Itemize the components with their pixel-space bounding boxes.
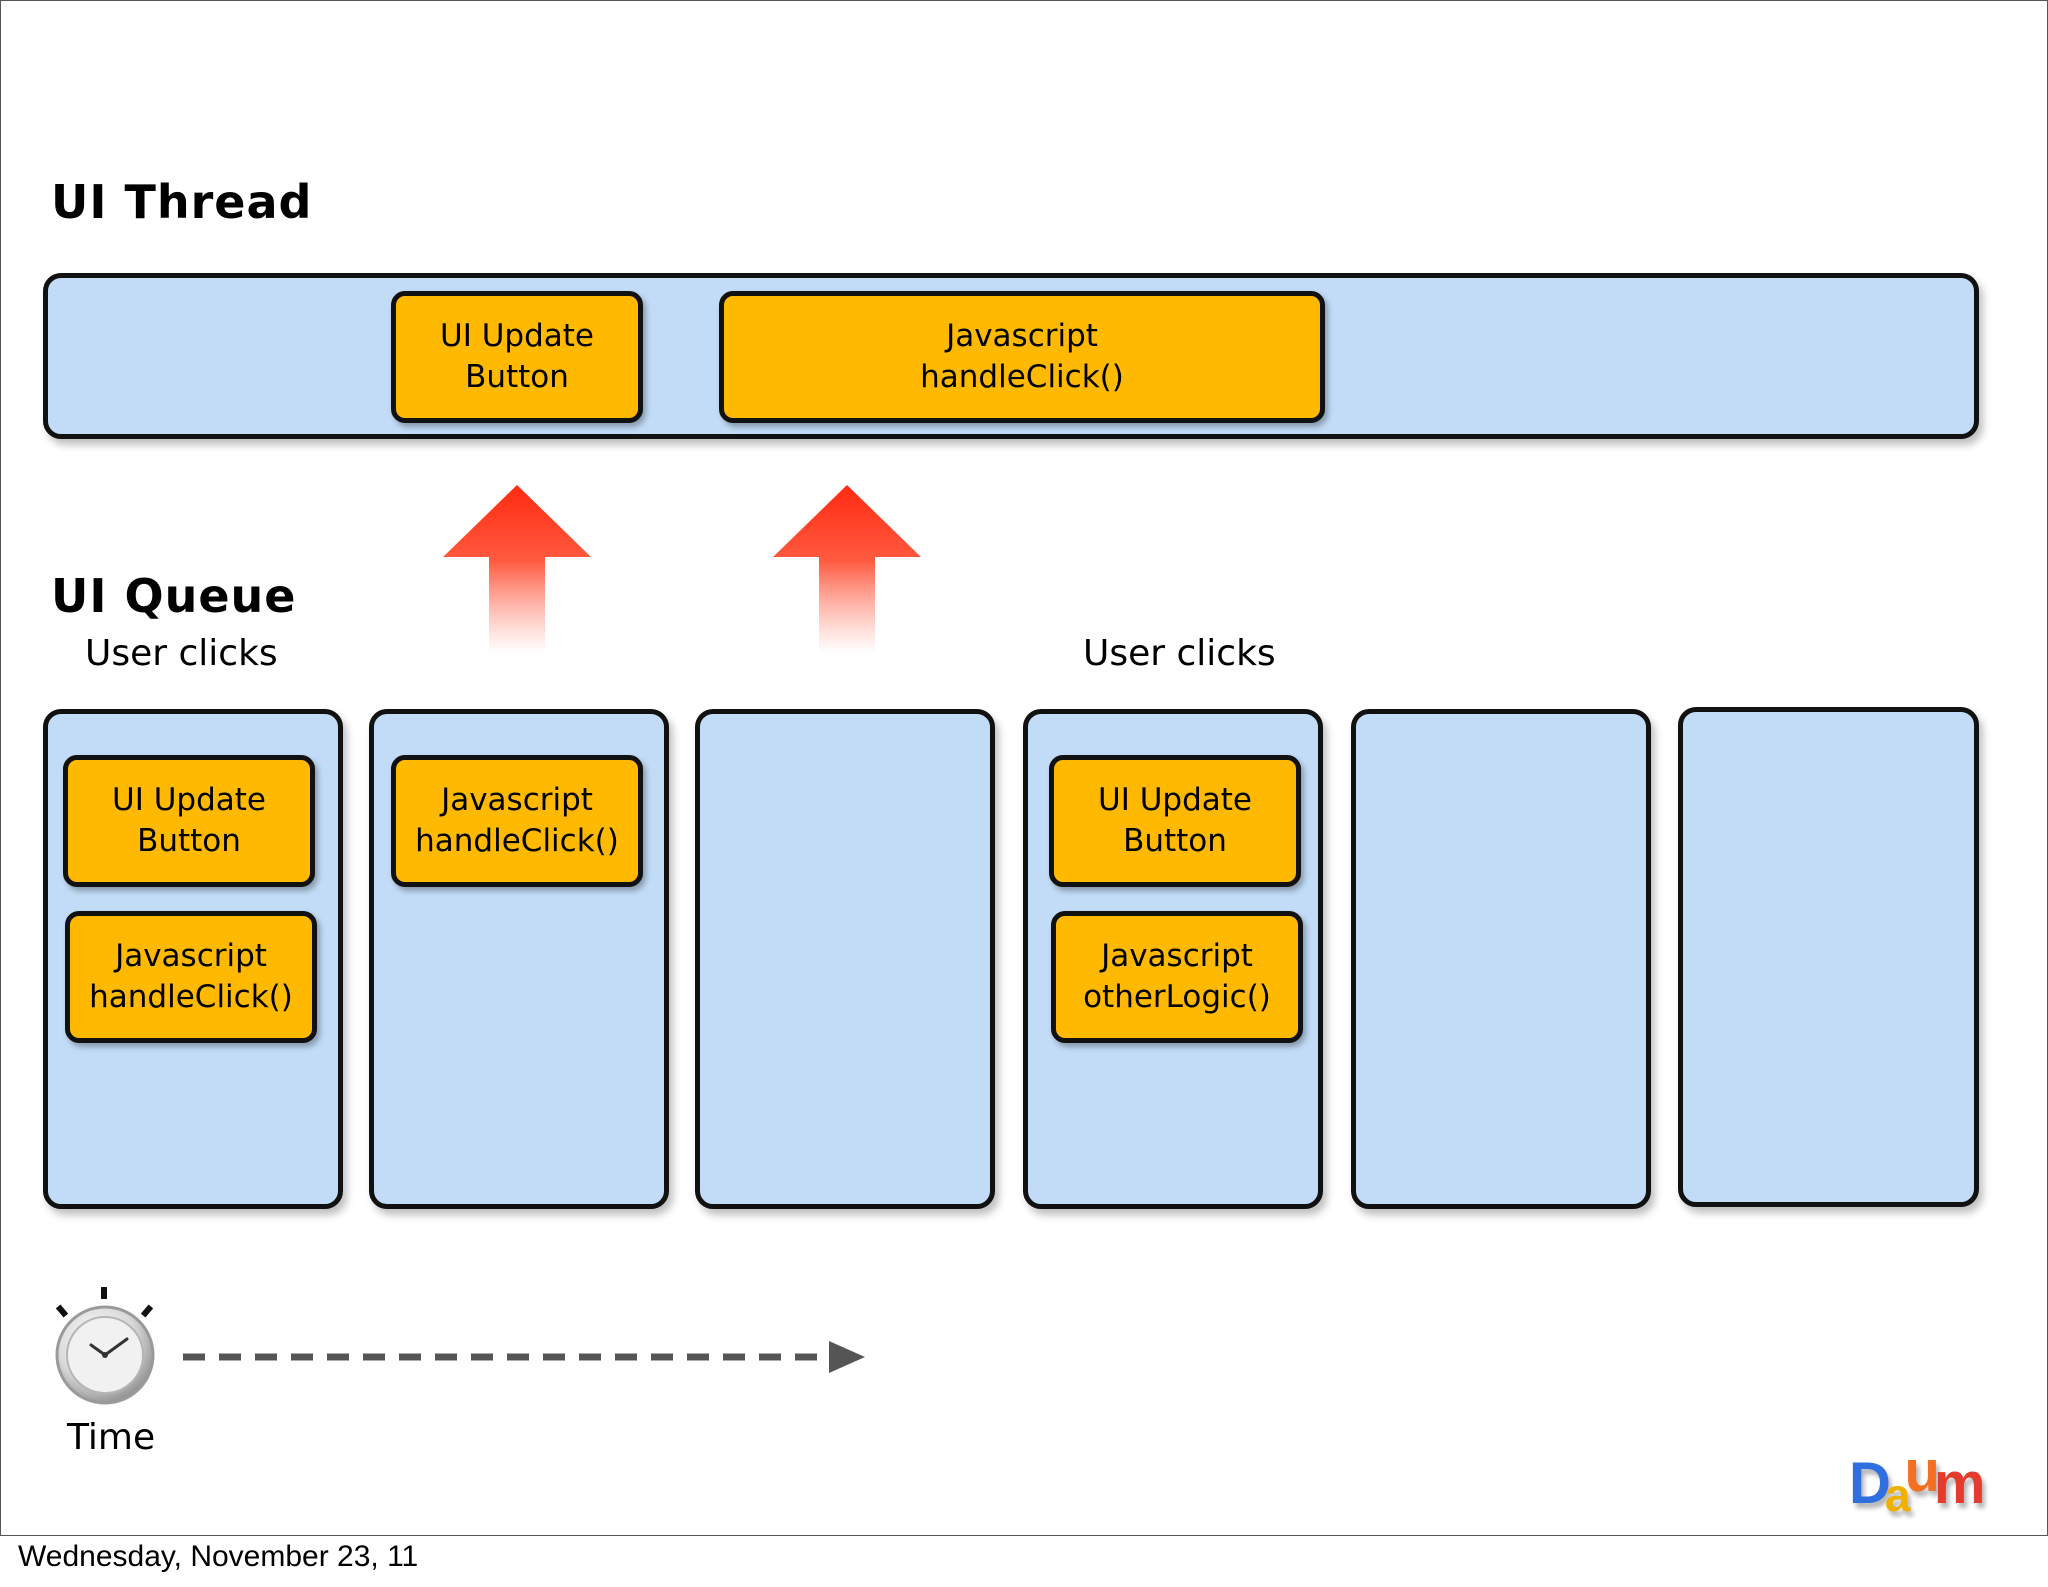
slide: UI Thread UI Update Button Javascript ha… bbox=[0, 0, 2048, 1536]
task-line2: handleClick() bbox=[920, 359, 1124, 395]
queue-task-javascript: Javascript handleClick() bbox=[65, 911, 317, 1043]
queue-column bbox=[1678, 707, 1979, 1207]
queue-column bbox=[1351, 709, 1651, 1209]
task-line1: Javascript bbox=[1101, 938, 1253, 974]
task-line1: UI Update bbox=[1098, 782, 1252, 818]
task-line1: Javascript bbox=[441, 782, 593, 818]
task-line2: Button bbox=[1123, 823, 1227, 859]
stopwatch-icon bbox=[55, 1287, 155, 1405]
task-line2: Button bbox=[465, 359, 569, 395]
logo-letter: D bbox=[1849, 1451, 1891, 1516]
queue-task-javascript: Javascript handleClick() bbox=[391, 755, 643, 887]
queue-task-ui-update: UI Update Button bbox=[1049, 755, 1301, 887]
task-line1: Javascript bbox=[946, 318, 1098, 354]
time-label: Time bbox=[67, 1417, 156, 1458]
queue-column bbox=[695, 709, 995, 1209]
logo-letter: u bbox=[1904, 1439, 1940, 1504]
task-line1: UI Update bbox=[112, 782, 266, 818]
ui-queue-heading: UI Queue bbox=[51, 569, 297, 623]
daum-logo: Daum bbox=[1849, 1438, 1986, 1522]
task-line1: UI Update bbox=[440, 318, 594, 354]
user-clicks-label: User clicks bbox=[85, 633, 278, 674]
ui-thread-task-javascript: Javascript handleClick() bbox=[719, 291, 1325, 423]
task-line2: handleClick() bbox=[89, 979, 293, 1015]
logo-letter: m bbox=[1933, 1451, 1986, 1516]
user-clicks-label: User clicks bbox=[1083, 633, 1276, 674]
ui-thread-task-ui-update: UI Update Button bbox=[391, 291, 643, 423]
queue-task-ui-update: UI Update Button bbox=[63, 755, 315, 887]
task-line1: Javascript bbox=[115, 938, 267, 974]
up-arrow-icon bbox=[773, 485, 921, 653]
task-line2: Button bbox=[137, 823, 241, 859]
task-line2: otherLogic() bbox=[1083, 979, 1271, 1015]
ui-thread-heading: UI Thread bbox=[51, 175, 313, 229]
logo-letter: a bbox=[1884, 1469, 1910, 1521]
up-arrow-icon bbox=[443, 485, 591, 653]
queue-task-javascript: Javascript otherLogic() bbox=[1051, 911, 1303, 1043]
dashed-arrow-icon bbox=[183, 1341, 865, 1373]
footer-date: Wednesday, November 23, 11 bbox=[18, 1540, 419, 1573]
task-line2: handleClick() bbox=[415, 823, 619, 859]
